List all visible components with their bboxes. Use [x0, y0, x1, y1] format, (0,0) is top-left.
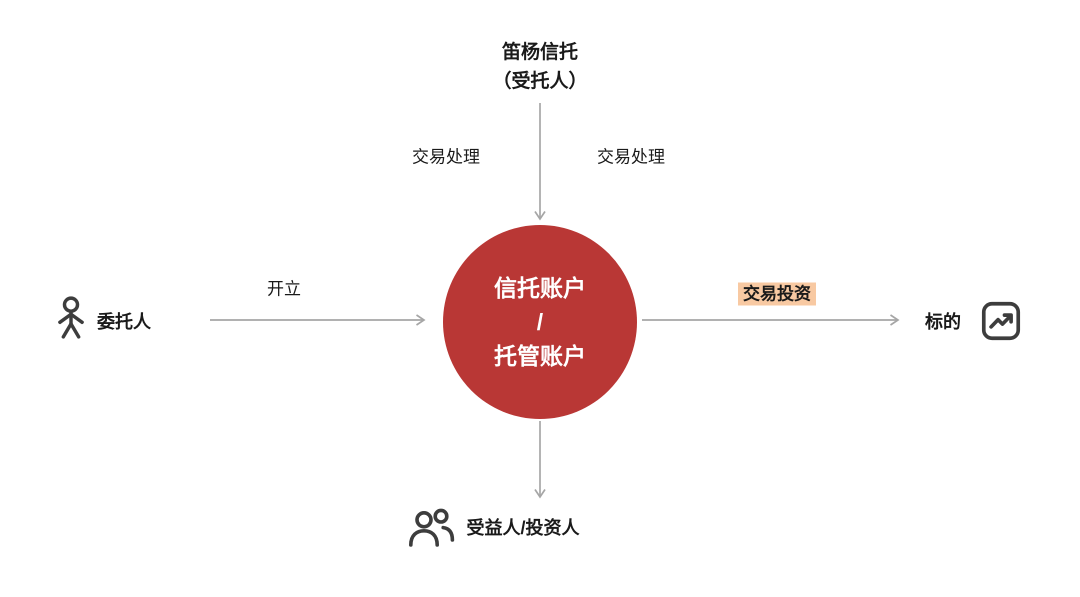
trending-up-chart-icon	[979, 299, 1023, 343]
trustee-role: （受托人）	[492, 71, 588, 92]
beneficiary-label: 受益人/投资人	[466, 518, 580, 538]
trust-account-node: 信托账户 / 托管账户	[443, 225, 637, 419]
trust-account-line2: 托管账户	[494, 343, 586, 369]
person-icon	[48, 293, 94, 347]
trustee-name: 笛杨信托	[501, 42, 579, 63]
settlor-label: 委托人	[97, 312, 151, 332]
edge-label-process-right: 交易处理	[597, 147, 665, 167]
trustee-node-title: 笛杨信托 （受托人）	[492, 38, 587, 96]
trust-account-line1: 信托账户	[494, 275, 586, 301]
edge-label-invest-wrap: 交易投资	[738, 280, 816, 306]
trust-account-separator: /	[536, 309, 544, 335]
people-group-icon	[404, 503, 458, 551]
edge-label-open: 开立	[267, 279, 301, 299]
edge-label-invest: 交易投资	[738, 282, 816, 306]
edge-label-process-left: 交易处理	[412, 147, 480, 167]
target-label: 标的	[925, 312, 961, 332]
